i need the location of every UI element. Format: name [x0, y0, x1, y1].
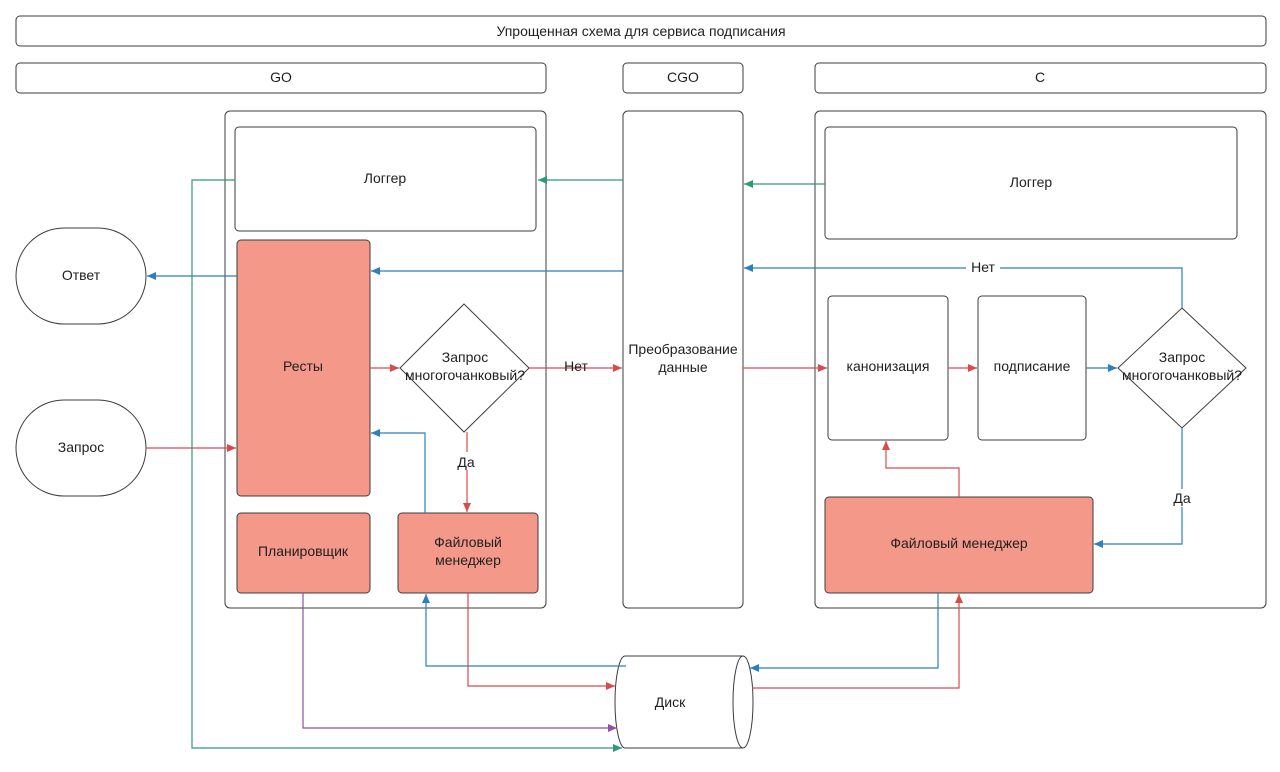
go-scheduler-label: Планировщик: [258, 543, 349, 559]
edge-disk-to-c-filemanager: [752, 594, 963, 689]
c-canonization-label: канонизация: [847, 358, 930, 374]
c-signing-node: подписание: [977, 295, 1087, 441]
lane-label-cgo: CGO: [667, 69, 699, 85]
cgo-container: [622, 110, 744, 609]
terminal-response-label: Ответ: [62, 267, 101, 283]
edge-disk-to-go-filemanager: [422, 594, 626, 667]
edge-go-filemanager-to-rests: [371, 429, 426, 513]
lane-label-c: C: [1035, 69, 1045, 85]
terminal-request-label: Запрос: [58, 439, 104, 455]
go-file-manager-label-line1: Файловый: [434, 534, 502, 550]
go-logger-label: Логгер: [364, 170, 407, 186]
go-file-manager-node: Файловый менеджер: [397, 512, 539, 594]
go-logger-node: Логгер: [234, 126, 537, 232]
c-canonization-node: канонизация: [827, 295, 949, 441]
disk-node: Диск: [614, 655, 754, 749]
disk-label: Диск: [655, 694, 686, 710]
c-decision-label-line1: Запрос: [1159, 349, 1205, 365]
lane-header-c: C: [814, 62, 1267, 94]
lane-header-cgo: CGO: [622, 62, 744, 94]
edge-scheduler-to-disk: [302, 593, 617, 732]
edge-c-filemanager-to-disk: [750, 593, 939, 672]
cgo-transform-label-line1: Преобразование: [628, 341, 738, 357]
edge-label-no-go: Нет: [564, 358, 588, 374]
edge-c-decision-yes: [1094, 428, 1183, 548]
go-decision-label-line2: многогочанковый?: [405, 367, 525, 383]
edge-c-decision-no: [744, 264, 1183, 308]
go-rests-node: Ресты: [236, 239, 371, 497]
edge-go-logger-to-disk: [191, 179, 622, 752]
go-scheduler-node: Планировщик: [236, 512, 371, 594]
lane-header-go: GO: [15, 62, 547, 94]
edge-go-filemanager-to-disk: [467, 593, 615, 690]
c-logger-node: Логгер: [824, 126, 1238, 240]
go-rests-label: Ресты: [283, 358, 323, 374]
title-bar: Упрощенная схема для сервиса подписания: [15, 15, 1267, 47]
go-decision-label-line1: Запрос: [442, 349, 488, 365]
lane-label-go: GO: [270, 69, 292, 85]
terminal-request: Запрос: [15, 399, 147, 497]
go-file-manager-label-line2: менеджер: [435, 552, 501, 568]
c-decision-node: Запрос многогочанковый?: [1117, 307, 1247, 429]
edge-label-yes-c: Да: [1173, 490, 1190, 506]
cgo-transform-label-line2: данные: [658, 359, 707, 375]
c-file-manager-node: Файловый менеджер: [824, 496, 1094, 594]
c-file-manager-label: Файловый менеджер: [890, 535, 1028, 551]
edge-label-yes-go: Да: [457, 454, 474, 470]
c-decision-label-line2: многогочанковый?: [1122, 367, 1242, 383]
edge-label-no-c: Нет: [971, 259, 995, 275]
go-decision-node: Запрос многогочанковый?: [399, 303, 530, 433]
terminal-response: Ответ: [15, 227, 147, 325]
edge-c-filemanager-to-canonization: [882, 441, 960, 497]
c-signing-label: подписание: [994, 358, 1071, 374]
c-logger-label: Логгер: [1010, 174, 1053, 190]
diagram-title: Упрощенная схема для сервиса подписания: [496, 23, 785, 39]
